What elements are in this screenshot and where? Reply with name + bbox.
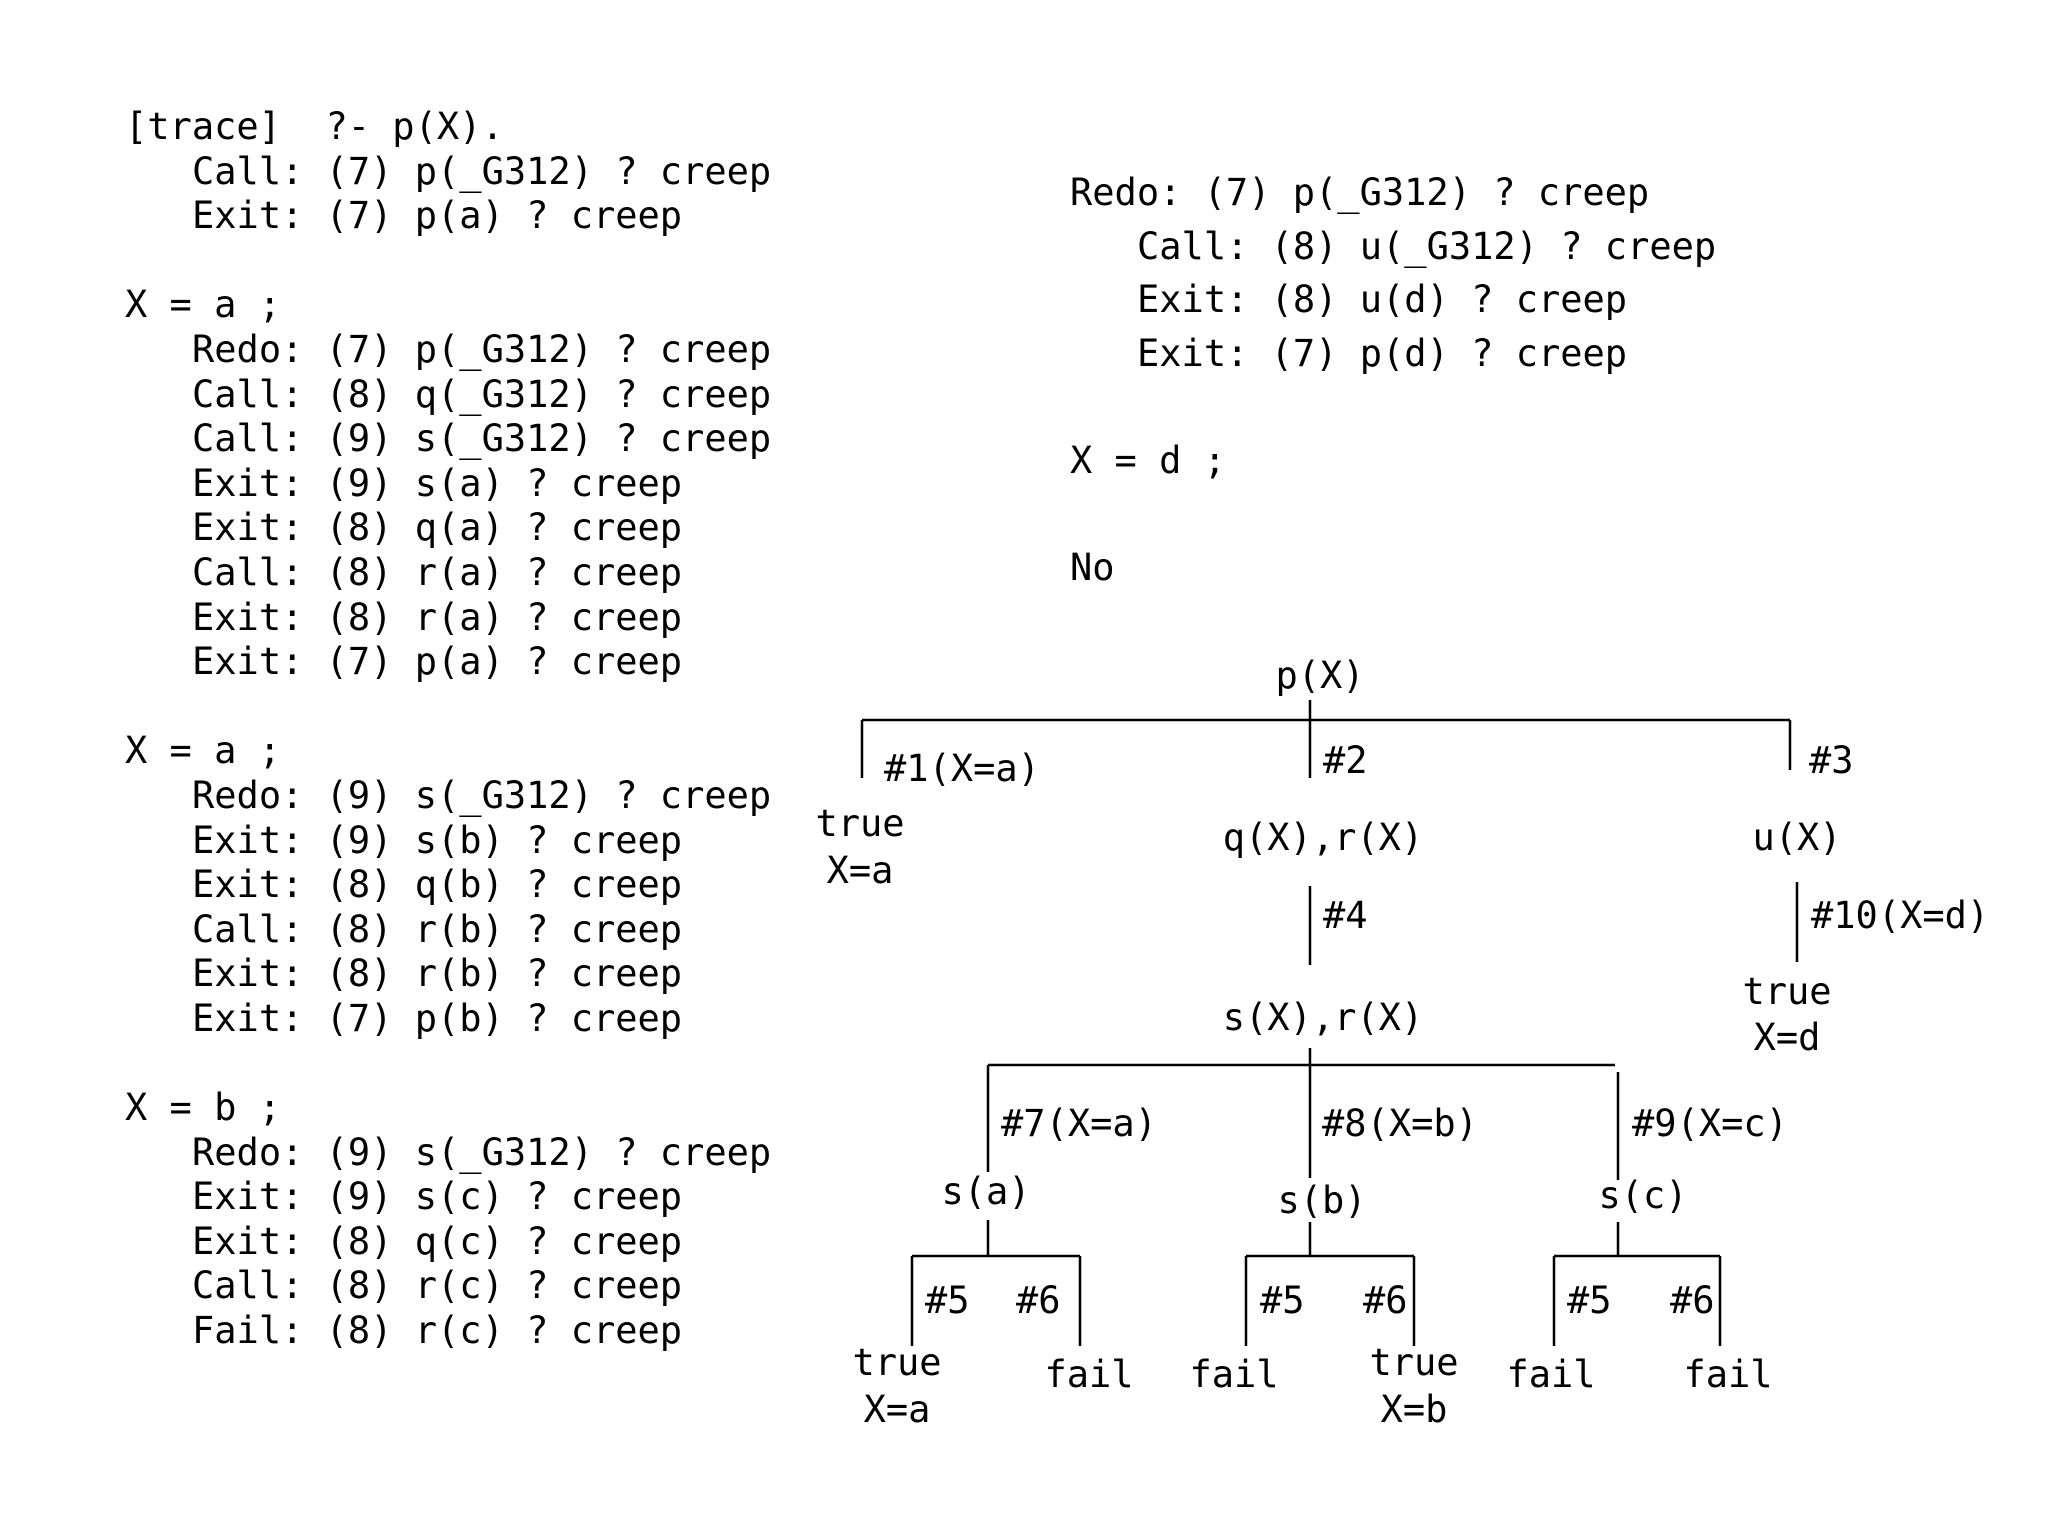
trace-line: No xyxy=(1070,546,1115,590)
result-text: fail xyxy=(1189,1353,1278,1396)
trace-line: Exit: (8) q(b) ? creep xyxy=(192,863,683,907)
trace-line: X = b ; xyxy=(125,1086,281,1130)
trace-line: Call: (7) p(_G312) ? creep xyxy=(192,149,772,193)
trace-line: Exit: (7) p(b) ? creep xyxy=(192,996,683,1040)
trace-line: Redo: (7) p(_G312) ? creep xyxy=(192,327,772,371)
trace-line: Call: (8) u(_G312) ? creep xyxy=(1137,224,1717,268)
trace-line: Exit: (7) p(a) ? creep xyxy=(192,640,683,684)
clause-label: #5 xyxy=(1260,1279,1305,1322)
trace-line: Exit: (7) p(a) ? creep xyxy=(192,194,683,238)
trace-line: X = d ; xyxy=(1070,438,1226,482)
clause-label: #7(X=a) xyxy=(1001,1102,1157,1145)
trace-line: Redo: (7) p(_G312) ? creep xyxy=(1070,171,1650,214)
tree-root: p(X) xyxy=(1275,654,1364,697)
tree-goal: u(X) xyxy=(1752,816,1841,859)
tree-goal: s(c) xyxy=(1598,1174,1687,1217)
result-text: true xyxy=(1369,1341,1458,1384)
clause-label: #2 xyxy=(1323,739,1368,782)
trace-line: Exit: (9) s(c) ? creep xyxy=(192,1175,683,1219)
trace-line: Exit: (8) q(c) ? creep xyxy=(192,1219,683,1263)
trace-line: Call: (8) r(b) ? creep xyxy=(192,907,683,951)
trace-line: Call: (8) r(c) ? creep xyxy=(192,1264,683,1308)
clause-label: #5 xyxy=(925,1279,970,1322)
trace-line: Call: (8) r(a) ? creep xyxy=(192,550,683,594)
trace-line: Redo: (9) s(_G312) ? creep xyxy=(192,773,772,817)
trace-line: Exit: (8) q(a) ? creep xyxy=(192,506,683,550)
clause-label: #1(X=a) xyxy=(884,747,1040,790)
result-text: fail xyxy=(1683,1353,1772,1396)
result-text: fail xyxy=(1506,1353,1595,1396)
clause-label: #8(X=b) xyxy=(1322,1102,1478,1145)
trace-line: Exit: (9) s(b) ? creep xyxy=(192,818,683,862)
trace-line: Exit: (8) r(a) ? creep xyxy=(192,595,683,639)
result-text: X=a xyxy=(864,1388,931,1431)
clause-label: #5 xyxy=(1567,1279,1612,1322)
tree-goal: s(b) xyxy=(1277,1179,1366,1222)
trace-line: Exit: (7) p(d) ? creep xyxy=(1137,331,1628,375)
clause-label: #6 xyxy=(1016,1279,1061,1322)
clause-label: #3 xyxy=(1809,739,1854,782)
trace-line: X = a ; xyxy=(125,729,281,773)
trace-log-left: [trace] ?- p(X).Call: (7) p(_G312) ? cre… xyxy=(125,105,771,1354)
result-text: fail xyxy=(1044,1353,1133,1396)
clause-label: #6 xyxy=(1363,1279,1408,1322)
clause-label: #10(X=d) xyxy=(1811,894,1989,937)
trace-line: Fail: (8) r(c) ? creep xyxy=(192,1309,683,1353)
trace-line: X = a ; xyxy=(125,283,281,327)
trace-line: Redo: (9) s(_G312) ? creep xyxy=(192,1130,772,1174)
result-text: X=d xyxy=(1754,1016,1821,1059)
result-text: true xyxy=(1742,970,1831,1013)
result-text: true xyxy=(852,1341,941,1384)
tree-goal: s(a) xyxy=(941,1170,1030,1213)
trace-line: Call: (9) s(_G312) ? creep xyxy=(192,417,772,461)
clause-label: #9(X=c) xyxy=(1632,1102,1788,1145)
trace-line: Exit: (8) r(b) ? creep xyxy=(192,952,683,996)
tree-goal: q(X),r(X) xyxy=(1223,816,1423,859)
trace-line: Exit: (9) s(a) ? creep xyxy=(192,461,683,505)
trace-line: [trace] ?- p(X). xyxy=(125,105,504,148)
result-text: true xyxy=(815,802,904,845)
clause-label: #4 xyxy=(1323,894,1368,937)
trace-line: Call: (8) q(_G312) ? creep xyxy=(192,372,772,416)
tree-goal: s(X),r(X) xyxy=(1223,996,1423,1039)
clause-label: #6 xyxy=(1670,1279,1715,1322)
trace-line: Exit: (8) u(d) ? creep xyxy=(1137,278,1628,322)
result-text: X=a xyxy=(827,849,894,892)
result-text: X=b xyxy=(1381,1388,1448,1431)
